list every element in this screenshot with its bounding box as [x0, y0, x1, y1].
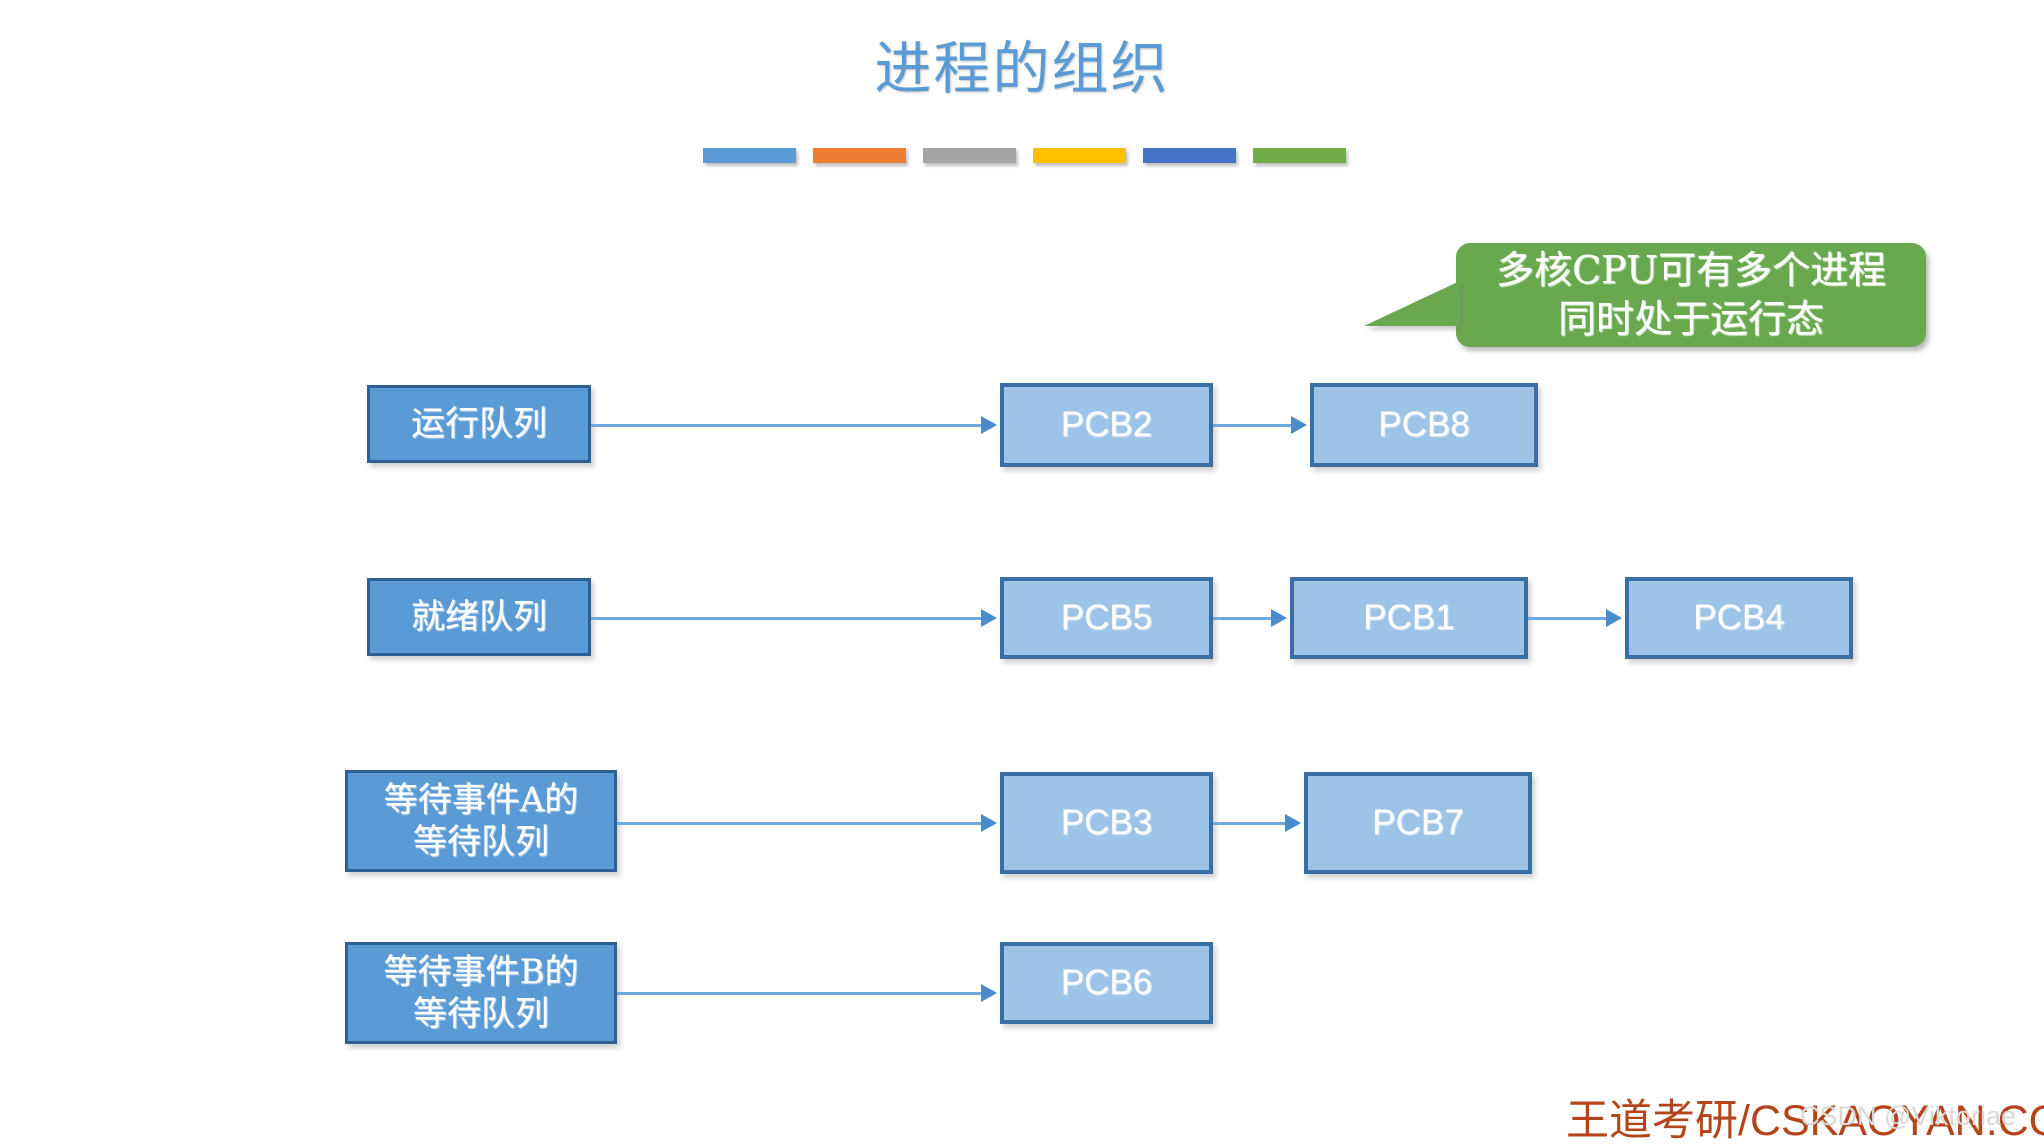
arrowhead-icon — [981, 609, 997, 627]
accent-bar-darkblue — [1143, 148, 1236, 163]
pcb-label: PCB3 — [1060, 803, 1153, 842]
queue-box-running[interactable]: 运行队列 — [367, 385, 591, 463]
queue-label-line-2: 等待队列 — [413, 822, 549, 862]
connector-wait-b-to-pcb6 — [617, 992, 981, 995]
queue-box-wait-event-a[interactable]: 等待事件A的 等待队列 — [345, 770, 617, 872]
callout-text: 多核CPU可有多个进程 同时处于运行态 — [1456, 243, 1926, 347]
callout-bubble: 多核CPU可有多个进程 同时处于运行态 — [1364, 243, 1926, 347]
queue-box-ready[interactable]: 就绪队列 — [367, 578, 591, 656]
accent-bar-yellow — [1033, 148, 1126, 163]
pcb-label: PCB5 — [1060, 598, 1153, 637]
pcb-box-pcb2[interactable]: PCB2 — [1000, 383, 1213, 467]
queue-label-line-1: 等待事件B的 — [383, 951, 579, 992]
arrowhead-icon — [1291, 416, 1307, 434]
connector-pcb3-to-pcb7 — [1213, 822, 1285, 825]
pcb-box-pcb5[interactable]: PCB5 — [1000, 577, 1213, 659]
arrowhead-icon — [1285, 814, 1301, 832]
arrowhead-icon — [981, 814, 997, 832]
pcb-box-pcb4[interactable]: PCB4 — [1625, 577, 1853, 659]
queue-box-wait-event-b[interactable]: 等待事件B的 等待队列 — [345, 942, 617, 1044]
arrowhead-icon — [981, 416, 997, 434]
callout-line-2: 同时处于运行态 — [1557, 297, 1824, 341]
pcb-box-pcb1[interactable]: PCB1 — [1290, 577, 1528, 659]
connector-pcb1-to-pcb4 — [1528, 617, 1606, 620]
connector-running-to-pcb2 — [591, 424, 981, 427]
pcb-label: PCB6 — [1060, 963, 1153, 1002]
callout-line-1: 多核CPU可有多个进程 — [1495, 248, 1886, 293]
pcb-box-pcb6[interactable]: PCB6 — [1000, 942, 1213, 1024]
connector-pcb2-to-pcb8 — [1213, 424, 1291, 427]
page-title: 进程的组织 — [874, 36, 1170, 102]
connector-pcb5-to-pcb1 — [1213, 617, 1271, 620]
queue-label-line-1: 等待事件A的 — [383, 779, 579, 820]
connector-wait-a-to-pcb3 — [617, 822, 981, 825]
pcb-label: PCB4 — [1693, 598, 1785, 637]
accent-bar-blue — [703, 148, 796, 163]
pcb-label: PCB2 — [1060, 405, 1153, 444]
queue-label: 运行队列 — [411, 403, 547, 444]
pcb-label: PCB1 — [1363, 598, 1455, 637]
callout-tail-icon — [1364, 281, 1460, 326]
accent-bar-orange — [813, 148, 906, 163]
pcb-label: PCB7 — [1372, 803, 1464, 842]
arrowhead-icon — [981, 984, 997, 1002]
accent-bar-group — [703, 148, 1346, 163]
arrowhead-icon — [1271, 609, 1287, 627]
accent-bar-gray — [923, 148, 1016, 163]
connector-ready-to-pcb5 — [591, 617, 981, 620]
accent-bar-green — [1253, 148, 1346, 163]
queue-label-line-2: 等待队列 — [413, 994, 549, 1034]
queue-label: 就绪队列 — [411, 596, 547, 637]
csdn-watermark: CSDN @Viktoriae — [1800, 1101, 2016, 1131]
pcb-box-pcb7[interactable]: PCB7 — [1304, 772, 1532, 874]
arrowhead-icon — [1606, 609, 1622, 627]
brand-watermark: 王道考研/CSKAOYAN.COM — [1566, 1097, 2044, 1145]
pcb-box-pcb3[interactable]: PCB3 — [1000, 772, 1213, 874]
pcb-box-pcb8[interactable]: PCB8 — [1310, 383, 1538, 467]
pcb-label: PCB8 — [1378, 405, 1470, 444]
